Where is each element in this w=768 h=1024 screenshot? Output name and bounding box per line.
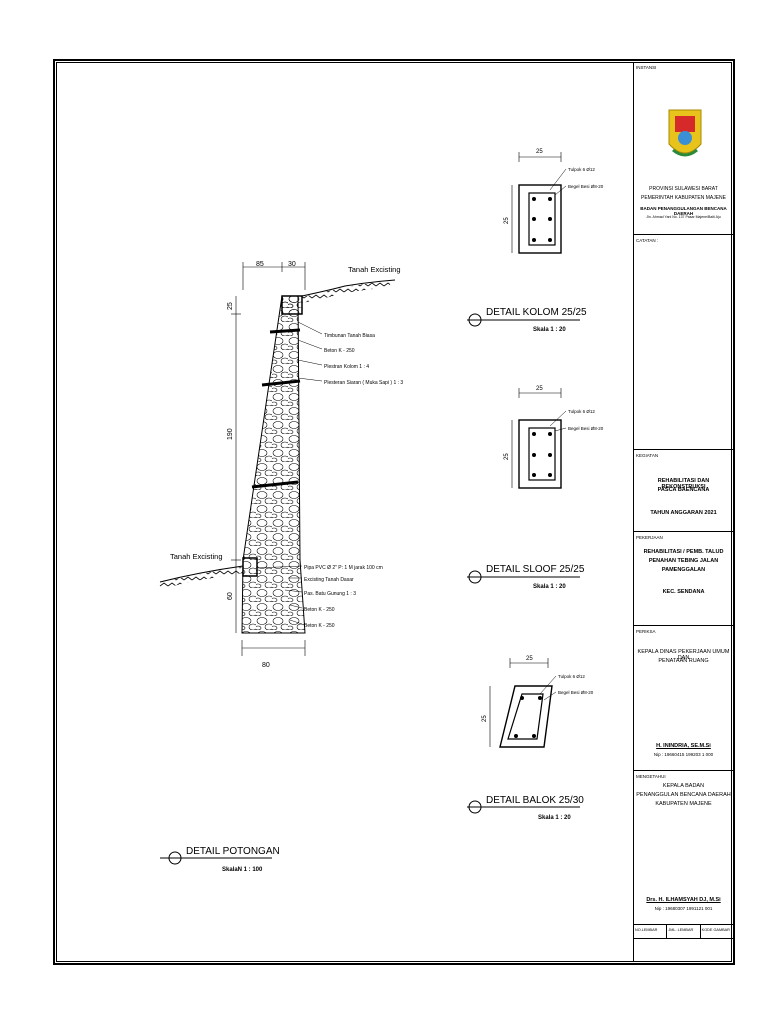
balok-label-1: Tulpok 6 Ø12 [558,674,585,679]
column-band-1 [269,328,301,334]
ground-line-left [159,565,244,583]
section-drawing [159,262,396,656]
catatan-section: CATATAN : [634,234,733,449]
tahun-anggaran: TAHUN ANGGARAN 2021 [650,510,717,516]
label-lower-4: Beton K - 250 [304,607,335,613]
periksa-name: H. ININDRIA, SE.M.Si [656,743,711,749]
mengetahui-section: MENGETAHUI KEPALA BADAN PENANGGULAN BENC… [634,770,733,934]
mengetahui-header: MENGETAHUI [636,774,666,779]
label-lower-5: Beton K - 250 [304,623,335,629]
pvc-pipe [242,557,258,577]
footer-blank-row [634,938,733,962]
mengetahui-line-1: KEPALA BADAN [662,783,705,789]
mengetahui-name: Drs. H. ILHAMSYAH DJ, M.Si [646,897,721,903]
kegiatan-line-1: REHABILITASI DAN REKONSTRUKSI [657,478,710,490]
footer-no-lembar: NO.LEMBAR [634,925,668,938]
footer-row: NO.LEMBAR JML. LEMBAR KODE GAMBAR [634,924,733,938]
column-band-3 [251,480,299,489]
org-line-3: BADAN PENANGGULANGAN BENCANA DAERAH [640,206,727,216]
org-address: Jln. Ahmad Yani No. 137 Pasar Majene/Bai… [646,215,721,219]
column-band-2 [261,379,301,387]
footer-kode-gambar: KODE GAMBAR [701,928,730,932]
title-kolom: DETAIL KOLOM 25/25 [486,307,587,318]
title-balok: DETAIL BALOK 25/30 [486,795,584,806]
dim-left-low: 60 [227,592,234,600]
label-upper-1: Timbunan Tanah Biasa [324,333,375,339]
title-block: INSTANSI PROVINSI SULAWESI BARAT PEMERIN… [633,62,733,962]
dim-top-left: 85 [256,261,264,268]
sloof-drawing [511,388,567,489]
pekerjaan-line-3: PAMENGGALAN [661,567,706,573]
periksa-nip: Nip : 19660415 199203 1 000 [653,752,714,757]
scale-balok: Skala 1 : 20 [538,815,571,821]
label-upper-3: Plestran Kolom 1 : 4 [324,364,369,370]
kolom-label-2: Begel Besi Ø8-20 [568,184,604,189]
label-upper-4: Plesteran Siaran ( Muka Sapi ) 1 : 3 [324,380,403,386]
sloof-dim-w: 25 [536,386,543,392]
mengetahui-line-2: PENANGGULAN BENCANA DAERAH [636,792,731,798]
org-line-1: PROVINSI SULAWESI BARAT [649,186,718,192]
balok-drawing [489,658,557,748]
kolom-drawing [511,152,567,254]
catatan-header: CATATAN : [636,238,659,243]
instansi-header: INSTANSI [636,65,657,70]
scale-potongan: SkalaN 1 : 100 [222,867,263,873]
sloof-label-1: Tulpok 6 Ø12 [568,409,595,414]
pekerjaan-line-1: REHABILITASI / PEMB. TALUD [643,549,724,555]
label-ground-top: Tanah Excisting [348,265,401,274]
mengetahui-nip: Nip : 19680307 1991121 001 [654,906,713,911]
sloof-label-2: Begel Besi Ø8-20 [568,426,604,431]
dim-left-mid: 190 [227,428,234,440]
kolom-dim-h: 25 [504,217,510,224]
periksa-line-1: KEPALA DINAS PEKERJAAN UMUM DAN [637,649,730,661]
kegiatan-header: KEGIATAN [636,453,659,458]
balok-dim-w: 25 [526,656,533,662]
drawing-sheet-border [53,59,735,965]
dim-left-upper: 25 [227,302,234,310]
periksa-header: PERIKSA [636,629,656,634]
org-line-2: PEMERINTAH KABUPATEN MAJENE [640,195,726,201]
drawing-frame [56,62,732,962]
dim-top-right: 30 [288,261,296,268]
label-upper-2: Beton K - 250 [324,348,355,354]
balok-label-2: Begel Besi Ø8-20 [558,690,594,695]
label-ground-left: Tanah Excisting [170,552,223,561]
sloof-dim-h: 25 [504,453,510,460]
ground-hatch-left [159,567,244,589]
pekerjaan-header: PEKERJAAN [636,535,663,540]
dim-bottom: 80 [262,662,270,669]
ground-hatch-top [301,281,391,303]
kegiatan-section: KEGIATAN REHABILITASI DAN REKONSTRUKSI P… [634,449,733,531]
kolom-label-1: Tulpok 6 Ø12 [568,167,595,172]
regency-logo-icon [668,109,702,157]
balok-dim-h: 25 [482,715,488,722]
kecamatan: KEC. SENDANA [662,589,705,595]
scale-kolom: Skala 1 : 20 [533,327,566,333]
periksa-section: PERIKSA KEPALA DINAS PEKERJAAN UMUM DAN … [634,625,733,770]
title-potongan: DETAIL POTONGAN [186,846,280,857]
ground-line-top [301,279,396,297]
pekerjaan-section: PEKERJAAN REHABILITASI / PEMB. TALUD PEN… [634,531,733,625]
kegiatan-line-2: PASCA BAENCANA [657,487,710,493]
kolom-dim-w: 25 [536,149,543,155]
footer-jml-lembar: JML. LEMBAR [667,925,701,938]
label-lower-3: Pas. Batu Gunung 1 : 3 [304,591,356,597]
top-beam [281,295,303,315]
label-lower-1: Pipa PVC Ø 2" P: 1 M jarak 100 cm [304,565,383,571]
label-lower-2: Excisting Tanah Dasar [304,577,354,583]
scale-sloof: Skala 1 : 20 [533,584,566,590]
mengetahui-line-3: KABUPATEN MAJENE [655,801,712,807]
pekerjaan-line-2: PENAHAN TEBING JALAN [648,558,719,564]
wall-stone-body [241,295,306,634]
periksa-line-2: PENATAAN RUANG [658,658,709,664]
title-sloof: DETAIL SLOOF 25/25 [486,564,585,575]
